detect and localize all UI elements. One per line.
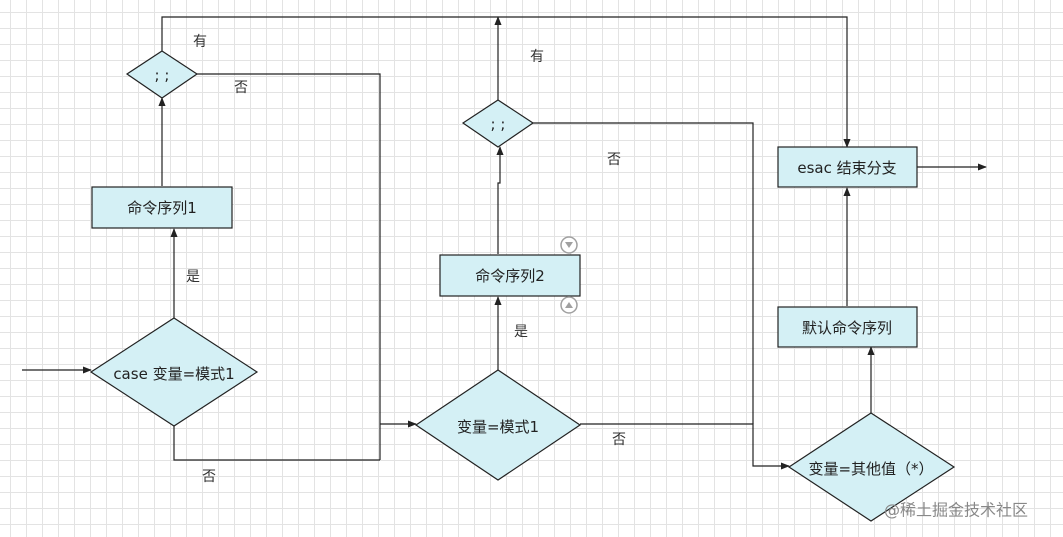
arrow-up-circle-icon[interactable] [560, 296, 578, 314]
label-shi-1: 是 [186, 269, 200, 285]
other-value-label: 变量=其他值（*） [808, 460, 933, 478]
command-sequence-2-box[interactable] [439, 254, 581, 297]
esac-box[interactable] [777, 146, 918, 188]
watermark: @稀土掘金技术社区 [884, 501, 1028, 520]
match-2-label: 变量=模式1 [457, 418, 539, 436]
edge-sep1-yes-top [161, 16, 851, 148]
label-fou-3: 否 [612, 432, 626, 448]
default-commands-label: 默认命令序列 [802, 319, 892, 337]
esac-label: esac 结束分支 [797, 159, 896, 177]
label-you-2: 有 [530, 49, 544, 65]
label-fou-bottom: 否 [202, 469, 216, 485]
command-sequence-2-label: 命令序列2 [475, 267, 545, 285]
connectors [22, 16, 987, 470]
label-fou-2: 否 [607, 152, 621, 168]
edge-cmd2-to-sep2 [496, 146, 504, 254]
label-shi-2: 是 [514, 324, 528, 340]
nodes [89, 50, 956, 522]
default-commands-box[interactable] [777, 306, 918, 348]
separator-diamond-2[interactable] [461, 99, 535, 148]
label-fou-1: 否 [234, 80, 248, 96]
arrow-down-circle-icon[interactable] [560, 236, 578, 254]
edge-sep1-no-down [197, 73, 381, 460]
edge-match2-no [580, 423, 790, 470]
command-sequence-1-box[interactable] [91, 186, 233, 229]
command-sequence-1-label: 命令序列1 [127, 199, 197, 217]
case-diamond[interactable] [89, 317, 259, 427]
separator-diamond-1[interactable] [125, 50, 199, 99]
node-labels: ; ; 命令序列1 case 变量=模式1 ; ; 命令序列2 变量=模式1 e… [113, 66, 933, 478]
other-value-diamond[interactable] [787, 412, 956, 522]
edge-labels: 有 否 是 否 有 否 是 否 [186, 34, 626, 485]
edge-sep2-no [533, 122, 754, 424]
match-diamond-2[interactable] [414, 369, 582, 481]
separator-2-label: ; ; [491, 115, 506, 133]
label-you-1: 有 [193, 34, 207, 50]
edge-case-no [173, 426, 380, 461]
separator-1-label: ; ; [155, 66, 170, 84]
case-label: case 变量=模式1 [113, 365, 234, 383]
